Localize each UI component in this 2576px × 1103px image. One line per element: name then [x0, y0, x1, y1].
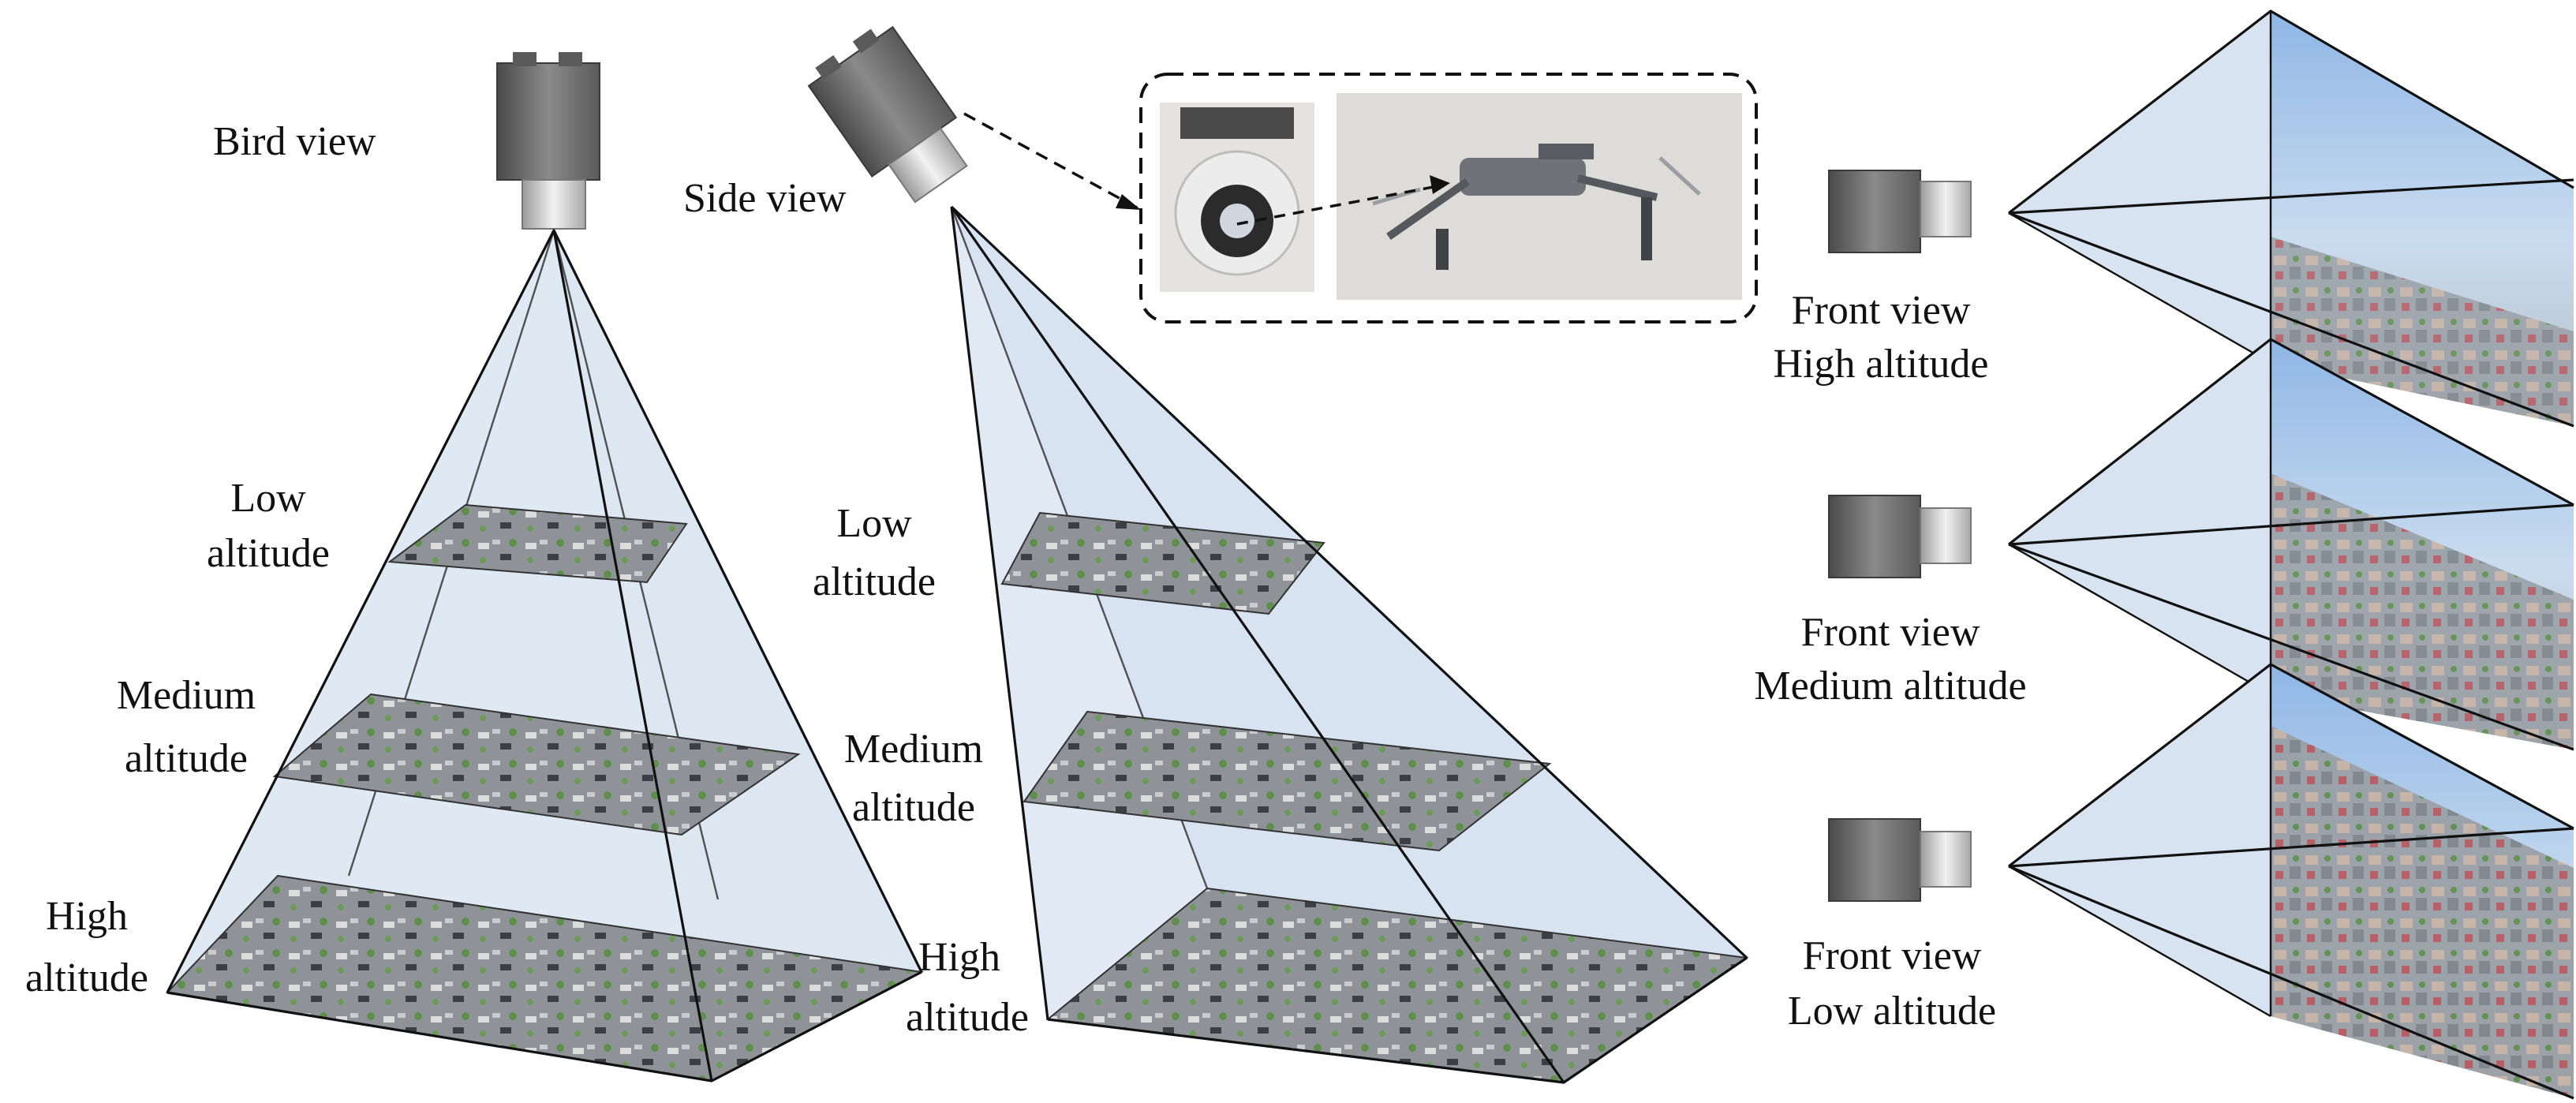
front-medium-bottom-edge — [2008, 543, 2574, 751]
front-low-mid-edge — [2008, 827, 2574, 868]
front-low-bottom-edge — [2008, 865, 2574, 1100]
bird-base-edges — [166, 970, 922, 1082]
front-high-low-edge — [2008, 211, 2271, 365]
bird-view-camera-icon — [496, 52, 600, 230]
bird-low-label-2: altitude — [207, 531, 330, 576]
side-base-edges — [1047, 956, 1748, 1084]
front-low-camera-icon — [1828, 818, 1972, 902]
front-medium-low-edge — [2008, 543, 2271, 696]
front-view-low-group: Front view Low altitude — [1788, 663, 2574, 1100]
bird-low-label-1: Low — [230, 476, 306, 521]
bird-right-edge — [552, 230, 923, 973]
bird-medium-label-2: altitude — [125, 736, 248, 781]
side-high-label-1: High — [918, 935, 1000, 980]
front-view-medium-group: Front view Medium altitude — [1754, 338, 2574, 751]
side-low-label-1: Low — [836, 501, 912, 546]
bird-medium-label-1: Medium — [117, 673, 256, 718]
front-high-mid-edge — [2008, 178, 2574, 215]
inset-pointer-arrow — [963, 112, 1142, 211]
drone-inset — [963, 73, 1758, 323]
front-high-camera-icon — [1828, 170, 1972, 253]
side-view-group: Side view Low altitude Medium altitude H… — [683, 25, 1749, 1084]
front-view-high-group: Front view High altitude — [1774, 9, 2574, 428]
side-medium-label-2: altitude — [852, 785, 975, 830]
side-middle-edge — [950, 206, 1565, 1083]
side-low-label-2: altitude — [813, 559, 936, 604]
bird-high-label-1: High — [46, 894, 128, 939]
inset-drone-arrow — [1236, 185, 1438, 226]
front-high-label-2: High altitude — [1774, 342, 1989, 387]
side-low-altitude-slice — [1000, 511, 1325, 615]
front-medium-label-1: Front view — [1801, 610, 1980, 655]
front-high-bottom-edge — [2008, 211, 2574, 428]
drone-icon — [1337, 93, 1742, 300]
inset-dashed-frame — [1139, 73, 1758, 323]
bird-frustum-back-face — [167, 230, 922, 993]
inset-drone-arrowhead — [1430, 175, 1450, 194]
side-medium-label-1: Medium — [844, 727, 983, 772]
front-high-label-1: Front view — [1792, 288, 1971, 333]
front-medium-mid-edge — [2008, 503, 2574, 546]
bird-view-label: Bird view — [213, 119, 376, 164]
side-right-edge — [950, 205, 1748, 959]
front-medium-camera-icon — [1828, 495, 1972, 578]
bird-low-altitude-slice — [387, 503, 688, 584]
front-low-label-2: Low altitude — [1788, 989, 1996, 1034]
side-medium-altitude-slice — [1023, 710, 1552, 852]
front-low-low-edge — [2008, 865, 2271, 1018]
bird-high-label-2: altitude — [25, 955, 148, 1000]
side-high-label-2: altitude — [906, 995, 1029, 1040]
front-low-label-1: Front view — [1803, 933, 1982, 978]
side-view-camera-icon — [807, 25, 968, 204]
bird-medium-altitude-slice — [272, 693, 801, 836]
side-left-edge — [950, 206, 1049, 1020]
inset-pointer-arrowhead — [1116, 194, 1141, 210]
front-medium-label-2: Medium altitude — [1754, 664, 2026, 709]
gimbal-closeup-icon — [1160, 103, 1314, 292]
side-view-label: Side view — [683, 176, 847, 221]
bird-view-group: Bird view Low altitude Medium altitude H… — [25, 52, 925, 1082]
